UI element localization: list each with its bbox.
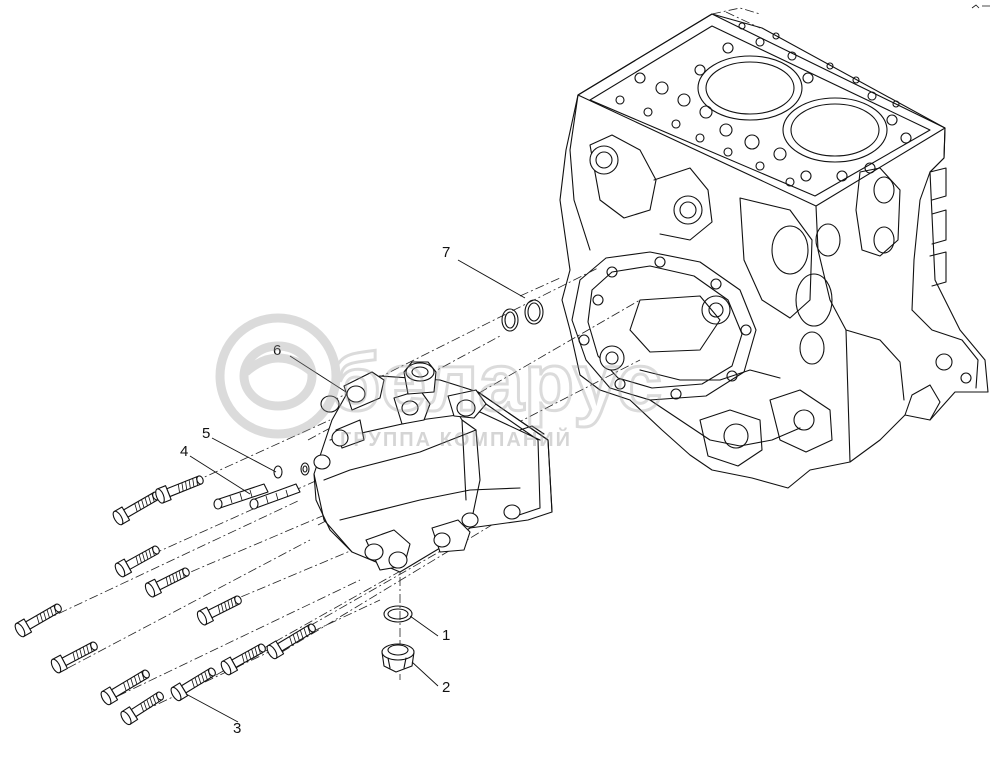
- callout-4: 4: [180, 443, 188, 460]
- callout-3: 3: [233, 720, 241, 737]
- bolt: [100, 669, 150, 706]
- studs-item-4: [213, 483, 301, 510]
- watermark-logo-text: беларус: [330, 337, 662, 428]
- callout-5: 5: [202, 425, 210, 442]
- bolt: [120, 691, 164, 726]
- engine-block: [559, 7, 989, 489]
- bolt: [144, 567, 190, 598]
- o-ring-item-1: [383, 605, 413, 623]
- washers-item-5: [273, 462, 310, 479]
- bolt: [196, 595, 242, 626]
- o-rings-item-7: [501, 299, 544, 332]
- leader-lines: [185, 259, 526, 723]
- oil-cooler-housing: [313, 361, 553, 573]
- cylinder-bore-2: [782, 97, 888, 163]
- drain-plug-item-2: [381, 643, 415, 673]
- bolt: [170, 667, 216, 702]
- bolt: [14, 603, 62, 638]
- bolts-item-3: [14, 475, 316, 726]
- bolt: [50, 641, 98, 674]
- callout-1: 1: [442, 627, 450, 644]
- bolt: [112, 491, 160, 526]
- callout-6: 6: [273, 342, 281, 359]
- bolt: [114, 545, 160, 578]
- callout-7: 7: [442, 244, 450, 261]
- corner-mark: [971, 4, 990, 9]
- bolt: [220, 643, 266, 676]
- watermark-subtitle: ГРУППА КОМПАНИЙ: [340, 427, 572, 451]
- bolt: [266, 623, 316, 660]
- watermark: беларус ГРУППА КОМПАНИЙ: [215, 313, 664, 451]
- cylinder-bore-1: [697, 55, 803, 121]
- watermark-logo-emblem: [215, 313, 341, 439]
- callout-2: 2: [442, 679, 450, 696]
- callout-labels: 7 6 5 4 3 1 2: [180, 244, 450, 737]
- bolt: [155, 475, 204, 504]
